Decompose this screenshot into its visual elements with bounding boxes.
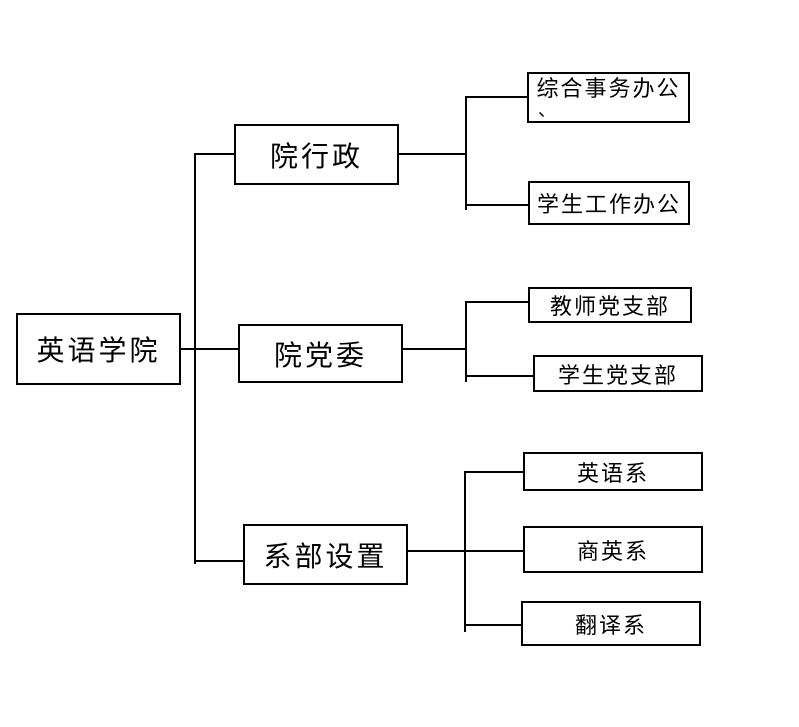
org-node-business-english-dept: 商英系: [523, 526, 703, 573]
connector-departments-branch-vertical: [464, 471, 466, 632]
org-node-english-dept: 英语系: [523, 452, 703, 491]
org-node-general-affairs-office-label-line2: 、: [538, 99, 556, 121]
org-node-root: 英语学院: [16, 313, 181, 385]
connector-to-english-dept: [464, 471, 525, 473]
connector-party-to-branch: [401, 348, 467, 350]
org-node-translation-dept-label: 翻译系: [574, 613, 647, 639]
connector-to-teacher-branch: [465, 301, 530, 303]
connector-party-branch-vertical: [465, 301, 467, 382]
connector-admin-to-branch: [397, 153, 467, 155]
connector-trunk-to-admin: [194, 153, 236, 155]
connector-to-general-affairs: [465, 96, 529, 98]
org-node-general-affairs-office-label: 综合事务办公: [536, 76, 681, 102]
org-node-general-affairs-office: 综合事务办公 、: [527, 72, 690, 123]
connector-to-translation-dept: [464, 624, 525, 626]
connector-trunk-vertical: [194, 153, 196, 564]
connector-admin-branch-vertical: [465, 96, 467, 210]
org-node-translation-dept: 翻译系: [521, 601, 701, 646]
org-node-party-committee: 院党委: [238, 324, 403, 383]
org-node-english-dept-label: 英语系: [576, 461, 649, 487]
connector-trunk-to-departments: [194, 560, 245, 562]
connector-to-student-affairs: [465, 204, 530, 206]
org-node-party-committee-label: 院党委: [273, 338, 367, 372]
org-node-teacher-party-branch: 教师党支部: [528, 287, 692, 323]
connector-to-student-branch: [465, 375, 535, 377]
org-node-administration-label: 院行政: [269, 139, 363, 173]
org-node-student-party-branch: 学生党支部: [533, 355, 703, 392]
connector-root-to-trunk: [179, 348, 240, 350]
org-node-root-label: 英语学院: [36, 334, 161, 367]
org-node-student-affairs-office: 学生工作办公: [528, 181, 690, 225]
org-node-administration: 院行政: [234, 124, 399, 185]
org-node-student-affairs-office-label: 学生工作办公: [536, 193, 681, 218]
org-node-teacher-party-branch-label: 教师党支部: [549, 295, 670, 320]
org-node-departments: 系部设置: [243, 524, 408, 585]
org-node-departments-label: 系部设置: [263, 539, 388, 573]
org-node-student-party-branch-label: 学生党支部: [557, 363, 678, 389]
org-node-business-english-dept-label: 商英系: [576, 539, 649, 565]
